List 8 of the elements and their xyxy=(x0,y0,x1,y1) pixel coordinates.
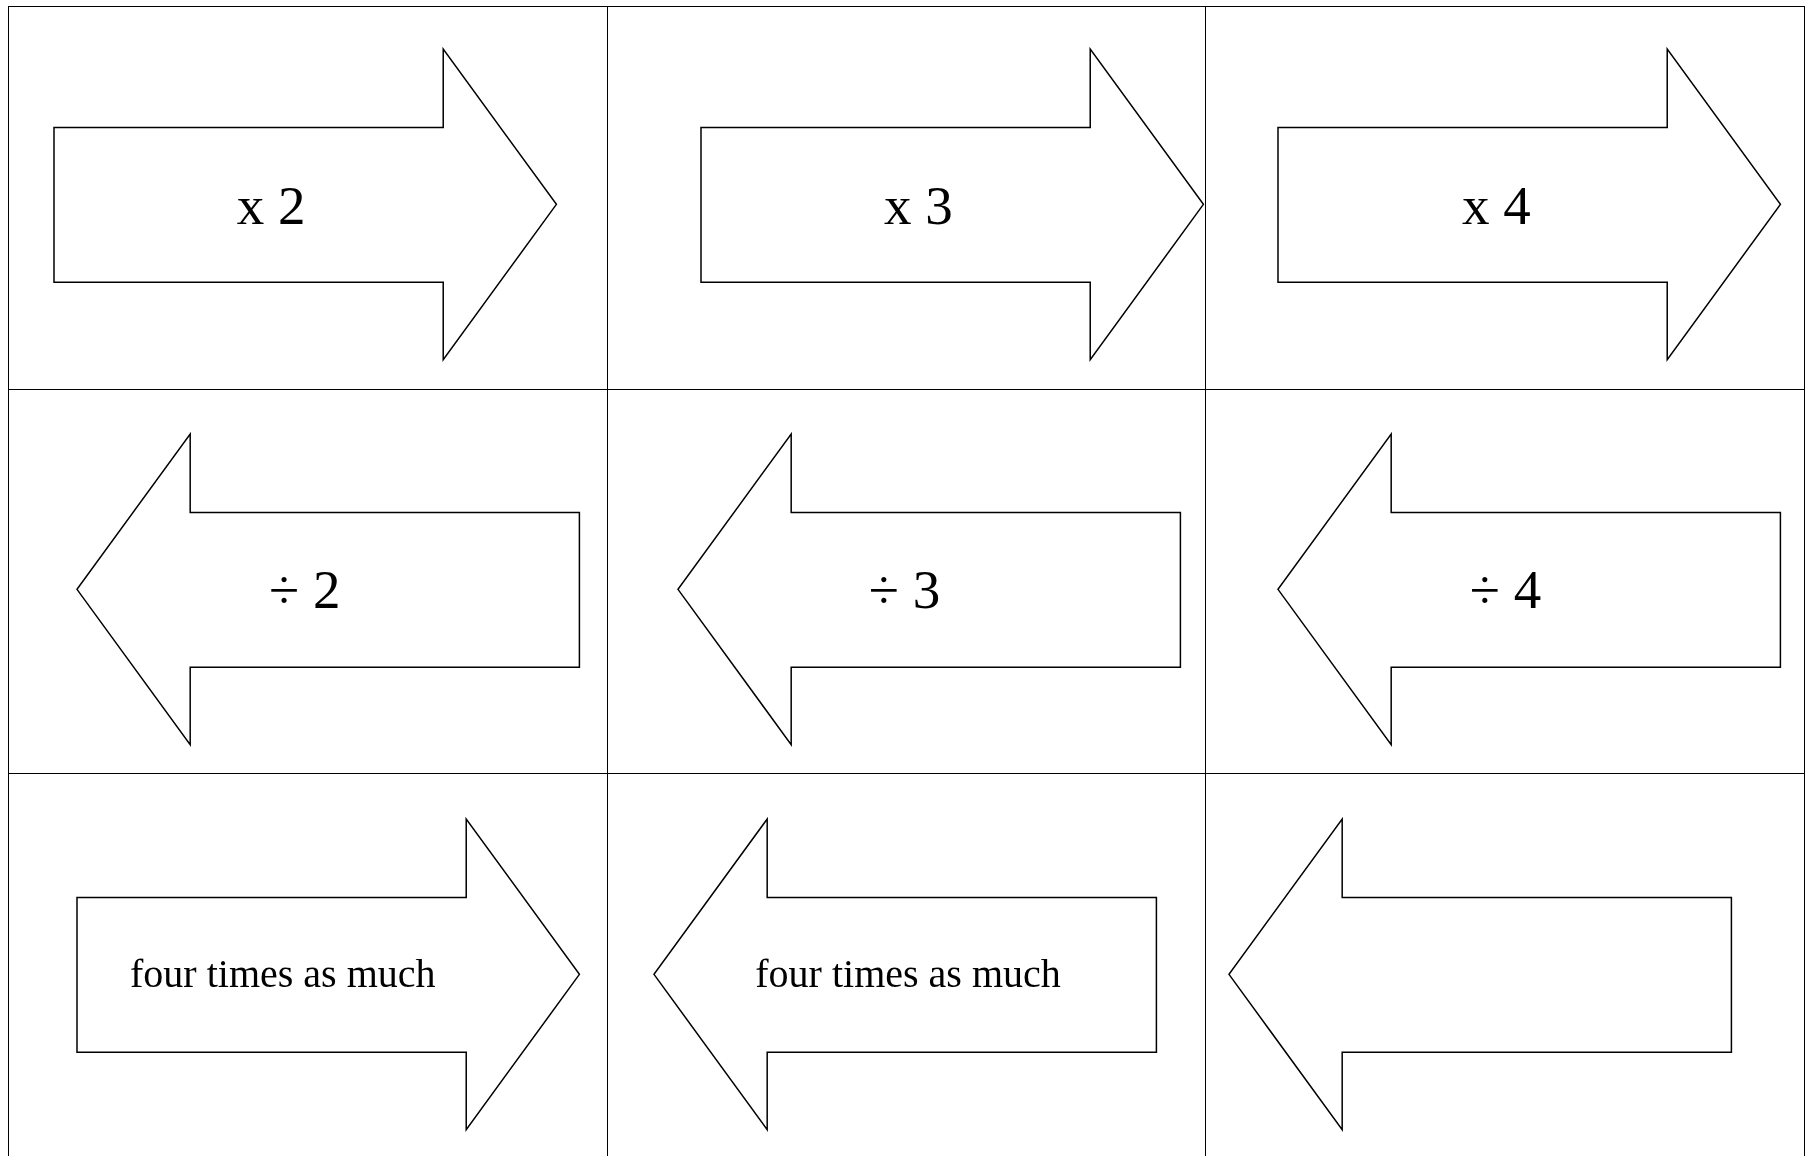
operation-label: x 2 xyxy=(236,177,306,233)
operation-label: x 3 xyxy=(884,177,953,233)
operation-label: four times as much xyxy=(755,954,1061,994)
operation-label: x 4 xyxy=(1461,177,1531,233)
operation-label: ÷ 4 xyxy=(1469,561,1542,617)
operation-label: ÷ 3 xyxy=(868,561,941,617)
operation-label: four times as much xyxy=(130,954,436,994)
operation-label: ÷ 2 xyxy=(269,561,341,617)
